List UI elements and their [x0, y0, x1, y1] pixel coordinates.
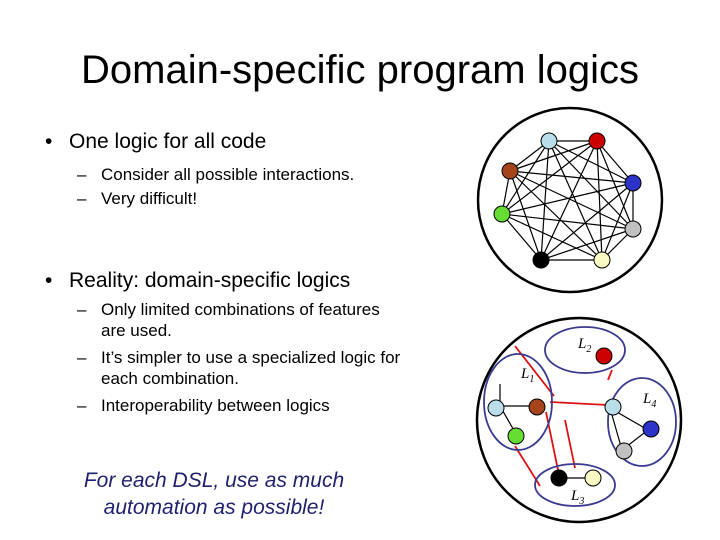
logic-group-l3 — [534, 463, 616, 507]
node-light-blue — [487, 399, 505, 417]
graph-edge — [548, 140, 634, 184]
node-brown — [528, 398, 546, 416]
graph-edge — [501, 213, 603, 261]
bullet-reality: • Reality: domain-specific logics — [45, 268, 350, 294]
graph-edge — [501, 140, 550, 215]
graph-edge — [596, 140, 634, 230]
graph-edge — [548, 140, 634, 230]
node-light-blue — [604, 398, 622, 416]
interop-links — [514, 345, 613, 487]
logic-label-l1: L1 — [520, 366, 534, 385]
sub-marker: – — [77, 300, 87, 319]
sub-marker: – — [77, 165, 87, 184]
logic-group-l2 — [544, 326, 626, 374]
graph-edge — [509, 170, 634, 230]
logic-label-l2: L2 — [577, 336, 591, 355]
node-blue — [642, 420, 660, 438]
bullet-marker: • — [45, 130, 53, 153]
link-l1-l4 — [549, 401, 609, 406]
sub-bullet: – Interoperability between logics — [77, 395, 407, 416]
graph-edge — [501, 213, 542, 261]
graph-edge — [540, 182, 634, 261]
sub-bullet-text: It’s simpler to use a specialized logic … — [101, 348, 401, 388]
node-blue — [624, 174, 642, 192]
bullet-text: One logic for all code — [69, 130, 267, 153]
graph-edge — [540, 228, 634, 261]
callout-text: For each DSL, use as much automation as … — [83, 469, 345, 519]
node-green — [507, 427, 525, 445]
group-nodes — [487, 347, 660, 487]
logic-group-l1 — [483, 353, 553, 451]
graph-edge — [509, 170, 634, 184]
node-light-blue — [540, 132, 558, 150]
domain-specific-logics: L1 L2 L3 L4 — [475, 316, 683, 524]
sub-marker: – — [77, 189, 87, 208]
logic-label-l4: L4 — [642, 391, 656, 410]
node-green — [493, 205, 511, 223]
graph-nodes — [493, 132, 642, 269]
graph-edge — [596, 140, 634, 184]
node-yellow — [584, 469, 602, 487]
sub-bullet: – It’s simpler to use a specialized logi… — [77, 347, 407, 389]
node-gray — [624, 220, 642, 238]
graph-edge — [509, 170, 542, 261]
graph-edge — [596, 140, 603, 261]
sub-bullet-text: Interoperability between logics — [101, 396, 330, 415]
sub-marker: – — [77, 396, 87, 415]
node-red — [588, 132, 606, 150]
node-yellow — [593, 251, 611, 269]
graph-edge — [540, 140, 598, 261]
node-red — [595, 347, 613, 365]
graph-edge — [540, 140, 550, 261]
node-gray — [615, 442, 633, 460]
graph-edges — [501, 140, 634, 261]
sub-bullet: – Consider all possible interactions. — [77, 164, 407, 185]
graph-edge — [509, 140, 598, 172]
node-brown — [501, 162, 519, 180]
link-l1-l3 — [545, 411, 559, 471]
graph-edge — [509, 170, 603, 261]
bullet-text: Reality: domain-specific logics — [69, 269, 351, 292]
logic-label-l3: L3 — [570, 488, 584, 507]
link-l2-l4 — [607, 369, 613, 381]
graph-edge — [548, 140, 603, 261]
sub-bullet-text: Very difficult! — [101, 189, 198, 208]
sub-bullet: – Very difficult! — [77, 188, 407, 209]
monolithic-logic-graph — [476, 106, 664, 294]
outer-circle — [476, 106, 664, 294]
slide-title: Domain-specific program logics — [81, 48, 639, 92]
sub-bullet-text: Consider all possible interactions. — [101, 165, 355, 184]
sub-bullet-text: Only limited combinations of features ar… — [101, 300, 380, 340]
outer-circle — [475, 316, 683, 524]
node-black — [532, 251, 550, 269]
link-l4-l3 — [564, 419, 576, 469]
graph-edge — [501, 140, 598, 215]
sub-bullet: – Only limited combinations of features … — [77, 299, 407, 341]
bullet-marker: • — [45, 269, 53, 292]
logic-group-l4 — [607, 377, 677, 467]
sub-marker: – — [77, 348, 87, 367]
graph-edge — [501, 213, 634, 230]
bullet-one-logic: • One logic for all code — [45, 129, 266, 155]
node-black — [550, 469, 568, 487]
